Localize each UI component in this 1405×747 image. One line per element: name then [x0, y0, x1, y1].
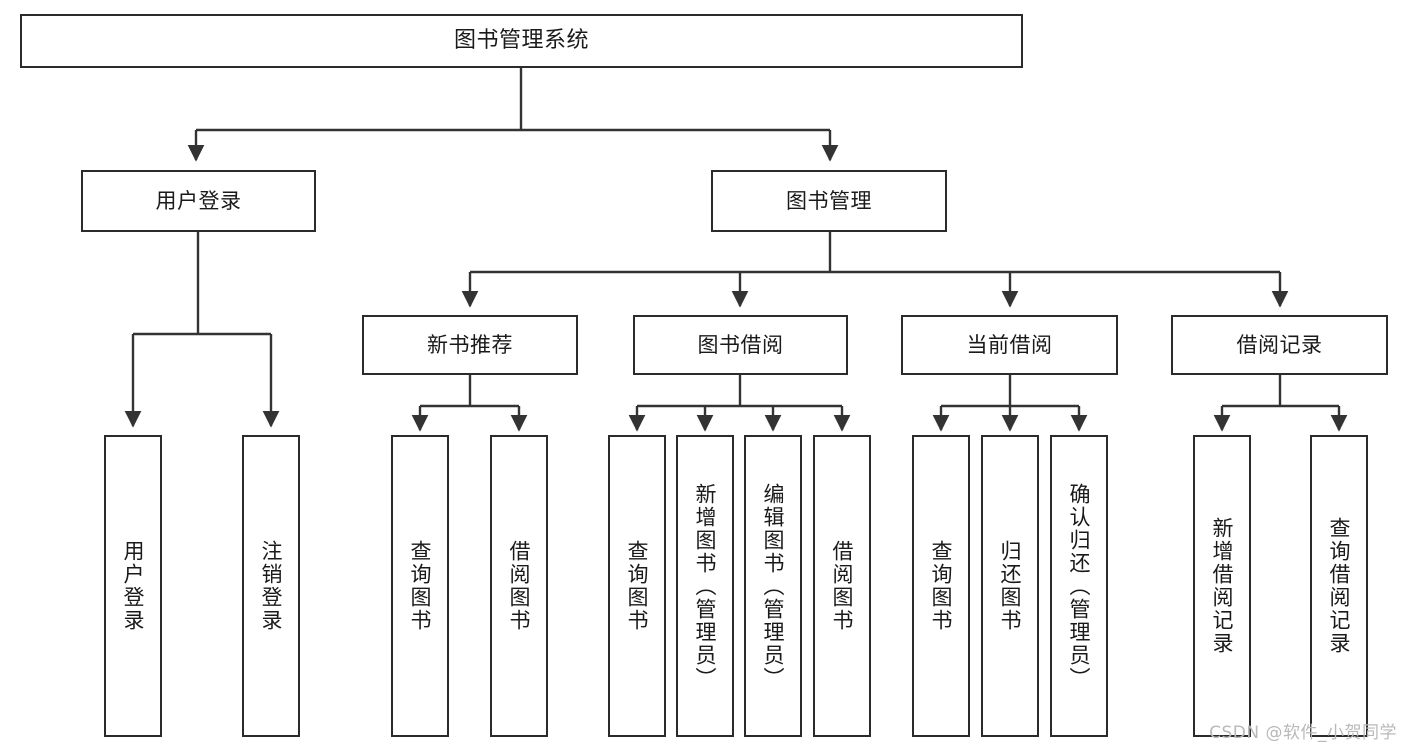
node-borrow-add-book-label: 新增图书（管理员） — [693, 482, 718, 690]
node-current-query-book[interactable]: 查询图书 — [912, 435, 970, 737]
node-borrow-borrow-book-label: 借阅图书 — [830, 540, 855, 632]
node-current-confirm-return[interactable]: 确认归还（管理员） — [1050, 435, 1108, 737]
node-login-user-login-label: 用户登录 — [121, 540, 146, 632]
node-login-logout[interactable]: 注销登录 — [242, 435, 300, 737]
watermark: CSDN @软件_小贺同学 — [1209, 723, 1397, 743]
node-borrow-edit-book[interactable]: 编辑图书（管理员） — [744, 435, 802, 737]
node-current-borrow[interactable]: 当前借阅 — [901, 315, 1118, 375]
node-newbook-borrow-book-label: 借阅图书 — [507, 540, 532, 632]
node-borrow-query-book-label: 查询图书 — [625, 540, 650, 632]
node-borrow-query-book[interactable]: 查询图书 — [608, 435, 666, 737]
node-root-label: 图书管理系统 — [453, 28, 589, 54]
node-newbook-borrow-book[interactable]: 借阅图书 — [490, 435, 548, 737]
node-current-return-book[interactable]: 归还图书 — [981, 435, 1039, 737]
node-book-borrow[interactable]: 图书借阅 — [633, 315, 848, 375]
node-records-add-record[interactable]: 新增借阅记录 — [1193, 435, 1251, 737]
node-borrow-add-book[interactable]: 新增图书（管理员） — [676, 435, 734, 737]
node-login-user-login[interactable]: 用户登录 — [104, 435, 162, 737]
node-records-query-record-label: 查询借阅记录 — [1327, 517, 1352, 655]
node-user-login[interactable]: 用户登录 — [81, 170, 316, 232]
node-current-query-book-label: 查询图书 — [929, 540, 954, 632]
node-borrow-records[interactable]: 借阅记录 — [1171, 315, 1388, 375]
node-book-borrow-label: 图书借阅 — [697, 332, 784, 357]
node-new-book-recommend-label: 新书推荐 — [427, 332, 513, 357]
node-borrow-borrow-book[interactable]: 借阅图书 — [813, 435, 871, 737]
node-book-management-label: 图书管理 — [786, 188, 872, 213]
node-book-management[interactable]: 图书管理 — [711, 170, 947, 232]
node-borrow-records-label: 借阅记录 — [1236, 332, 1323, 357]
node-current-borrow-label: 当前借阅 — [966, 332, 1053, 357]
node-newbook-query-book[interactable]: 查询图书 — [391, 435, 449, 737]
node-login-logout-label: 注销登录 — [259, 540, 284, 632]
node-root[interactable]: 图书管理系统 — [20, 14, 1023, 68]
node-newbook-query-book-label: 查询图书 — [408, 540, 433, 632]
node-user-login-label: 用户登录 — [155, 188, 242, 213]
node-records-add-record-label: 新增借阅记录 — [1210, 517, 1235, 655]
node-current-confirm-return-label: 确认归还（管理员） — [1067, 482, 1092, 690]
node-new-book-recommend[interactable]: 新书推荐 — [362, 315, 578, 375]
node-records-query-record[interactable]: 查询借阅记录 — [1310, 435, 1368, 737]
node-current-return-book-label: 归还图书 — [998, 540, 1023, 632]
node-borrow-edit-book-label: 编辑图书（管理员） — [761, 482, 786, 690]
